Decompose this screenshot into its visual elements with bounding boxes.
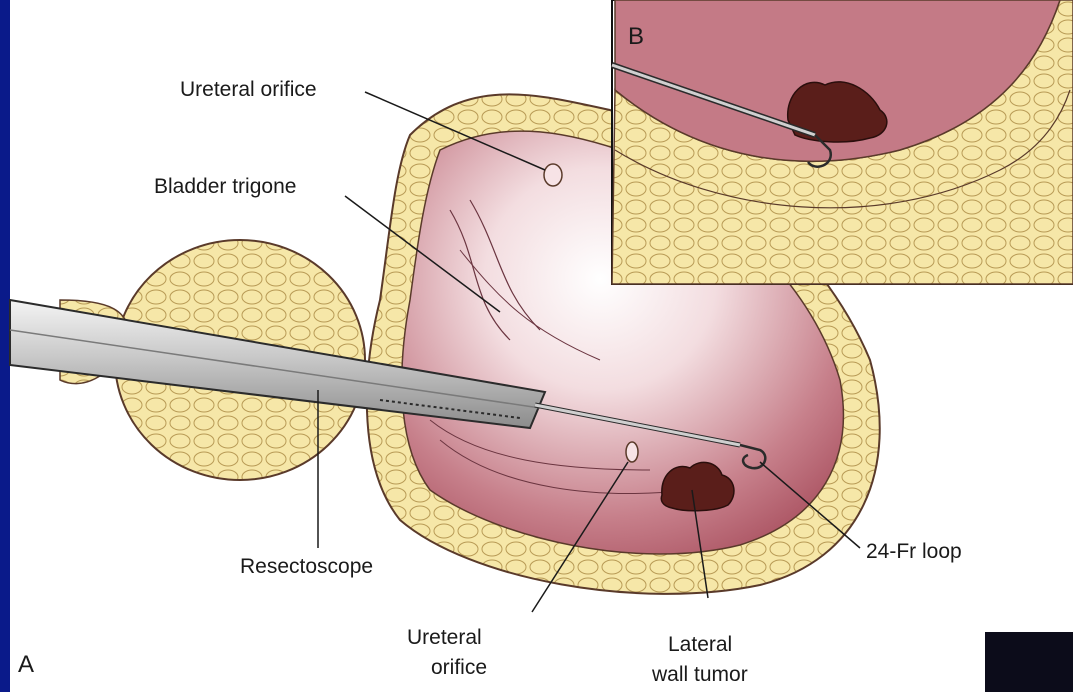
- panel-a-letter: A: [18, 651, 34, 678]
- label-lateral-wall-tumor-1: Lateral: [668, 633, 732, 656]
- ureteral-orifice-upper: [544, 164, 562, 186]
- label-lateral-wall-tumor-2: wall tumor: [651, 663, 748, 686]
- label-resectoscope: Resectoscope: [240, 555, 373, 578]
- label-loop: 24-Fr loop: [866, 540, 962, 563]
- ureteral-orifice-lower: [626, 442, 638, 462]
- label-ureteral-orifice-top: Ureteral orifice: [180, 78, 317, 101]
- panel-b-letter: B: [628, 23, 644, 50]
- inset-panel-b: [612, 0, 1073, 284]
- label-ureteral-orifice-bottom-1: Ureteral: [407, 626, 482, 649]
- label-bladder-trigone: Bladder trigone: [154, 175, 296, 198]
- label-ureteral-orifice-bottom-2: orifice: [431, 656, 487, 679]
